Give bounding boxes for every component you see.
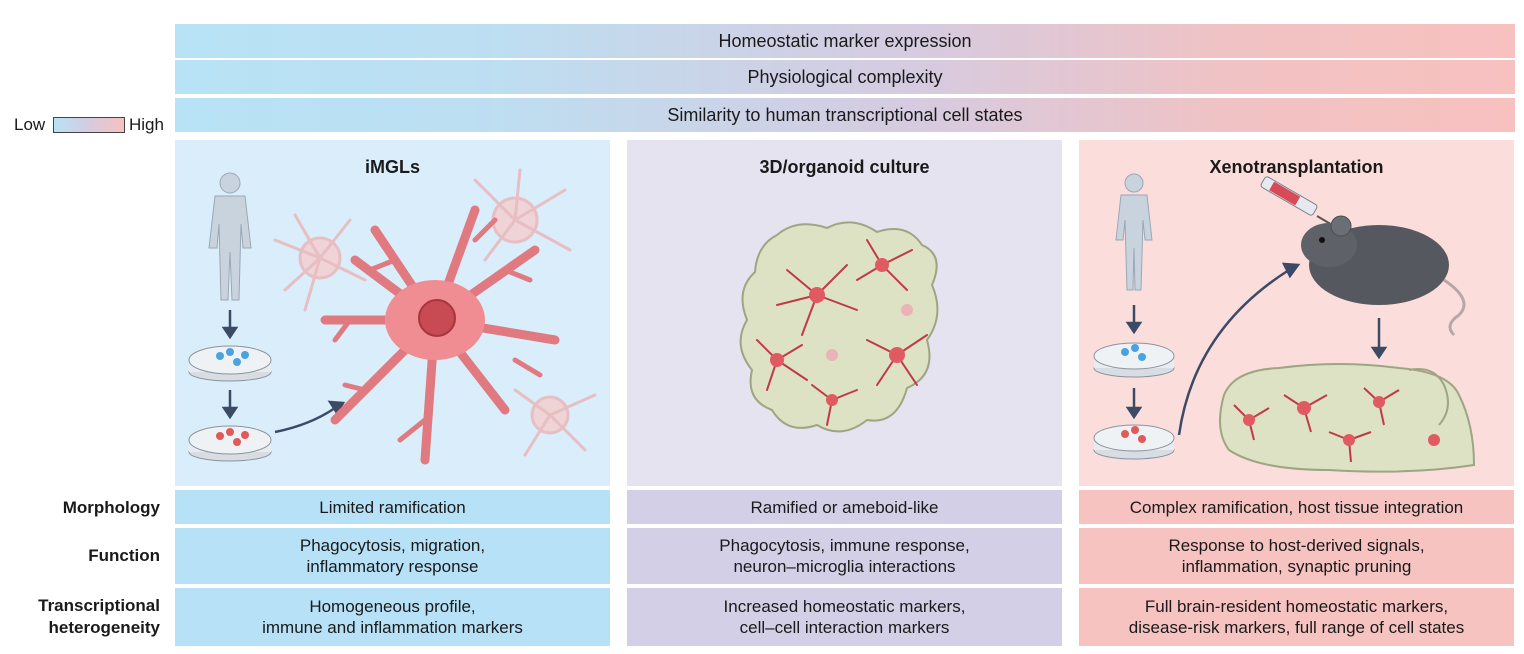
row-label-line: heterogeneity (48, 618, 160, 637)
cell-function-xeno: Response to host-derived signals, inflam… (1079, 528, 1514, 584)
cell-text: Increased homeostatic markers, (723, 597, 966, 616)
cell-transcriptional-imgls: Homogeneous profile, immune and inflamma… (175, 588, 610, 646)
cell-text: Ramified or ameboid-like (750, 497, 939, 517)
panel-organoid: 3D/organoid culture (627, 140, 1062, 486)
cell-text: Homogeneous profile, (309, 597, 476, 616)
petri-dish-icon (188, 345, 272, 382)
panel-imgls: iMGLs (175, 140, 610, 486)
organoid-illustration (739, 221, 939, 433)
cell-text: inflammatory response (306, 557, 479, 576)
panel-title: iMGLs (364, 157, 420, 177)
row-label-function: Function (88, 546, 160, 565)
microglia-icon (273, 168, 597, 457)
cell-text: Limited ramification (319, 497, 466, 517)
cell-text: Full brain-resident homeostatic markers, (1144, 597, 1449, 616)
cell-text: Complex ramification, host tissue integr… (1129, 497, 1464, 517)
panel-title: Xenotransplantation (1209, 157, 1384, 177)
xeno-illustration (1093, 173, 1476, 473)
cell-function-imgls: Phagocytosis, migration, inflammatory re… (175, 528, 610, 584)
cell-morphology-imgls: Limited ramification (175, 490, 610, 524)
row-label-transcriptional-heterogeneity: Transcriptional heterogeneity (38, 595, 160, 639)
human-figure-icon (208, 172, 252, 301)
brain-icon (1219, 363, 1476, 473)
legend-high-label: High (129, 115, 164, 134)
cell-morphology-xeno: Complex ramification, host tissue integr… (1079, 490, 1514, 524)
cell-text: inflammation, synaptic pruning (1181, 557, 1412, 576)
imgls-illustration (188, 168, 597, 465)
cell-text: neuron–microglia interactions (733, 557, 956, 576)
cell-text: cell–cell interaction markers (739, 618, 950, 637)
cell-text: Phagocytosis, immune response, (719, 536, 970, 555)
petri-dish-icon (1093, 342, 1175, 378)
row-label-line: Transcriptional (38, 596, 160, 615)
physiological-complexity-bar: Physiological complexity (175, 60, 1515, 94)
panel-xenotransplantation: Xenotransplantation (1079, 140, 1514, 486)
cell-text: Response to host-derived signals, (1168, 536, 1425, 555)
microglia-cell-icon (320, 205, 560, 465)
cell-morphology-organoid: Ramified or ameboid-like (627, 490, 1062, 524)
cell-text: Phagocytosis, migration, (299, 536, 486, 555)
mouse-icon (1301, 215, 1466, 337)
homeostatic-marker-bar: Homeostatic marker expression (175, 24, 1515, 58)
legend-gradient-swatch (53, 117, 125, 133)
organoid-icon (739, 221, 939, 433)
cell-transcriptional-xeno: Full brain-resident homeostatic markers,… (1079, 588, 1514, 646)
transcriptional-similarity-bar: Similarity to human transcriptional cell… (175, 98, 1515, 132)
bar-label: Physiological complexity (747, 66, 943, 87)
syringe-icon (1260, 176, 1335, 227)
petri-dish-icon (188, 425, 272, 462)
legend-low-label: Low (14, 115, 46, 134)
cell-function-organoid: Phagocytosis, immune response, neuron–mi… (627, 528, 1062, 584)
row-label-morphology: Morphology (62, 498, 160, 517)
bar-label: Homeostatic marker expression (718, 30, 972, 51)
cell-text: immune and inflammation markers (262, 618, 523, 637)
human-figure-icon (1115, 173, 1153, 291)
cell-text: disease-risk markers, full range of cell… (1128, 618, 1465, 637)
petri-dish-icon (1093, 424, 1175, 460)
bar-label: Similarity to human transcriptional cell… (667, 104, 1023, 125)
cell-transcriptional-organoid: Increased homeostatic markers, cell–cell… (627, 588, 1062, 646)
panel-title: 3D/organoid culture (759, 157, 930, 177)
